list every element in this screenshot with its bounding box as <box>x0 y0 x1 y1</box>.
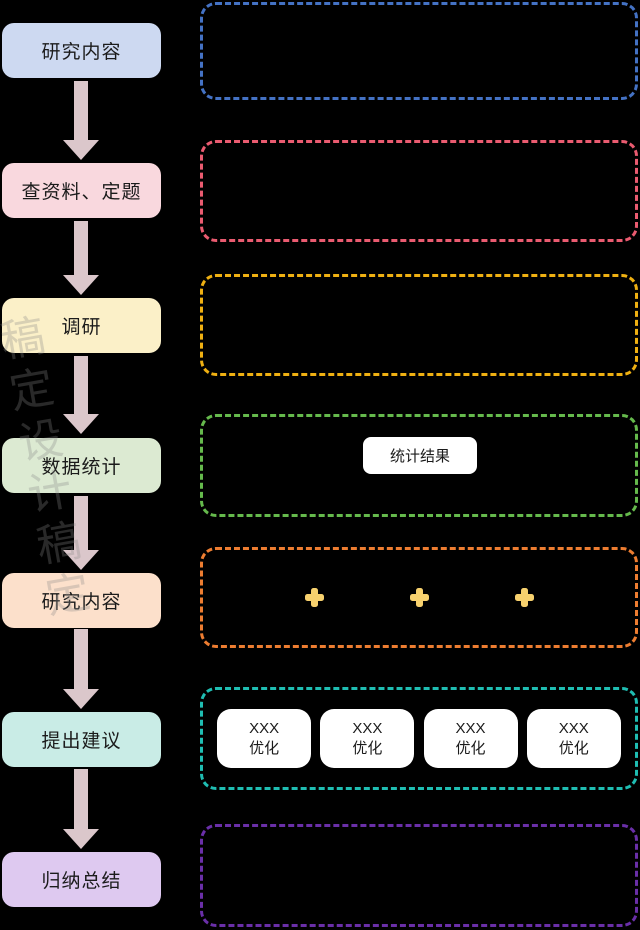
card-line: 优化 <box>558 739 589 757</box>
down-arrow-icon <box>63 356 99 434</box>
card-line: 优化 <box>249 739 280 757</box>
down-arrow-icon <box>63 81 99 160</box>
statistics-result-box: 统计结果 <box>363 437 477 474</box>
detail-panel-suggestions: XXX 优化 XXX 优化 XXX 优化 XXX 优化 <box>200 687 638 790</box>
optimization-card: XXX 优化 <box>423 709 518 768</box>
detail-panel-research-topic <box>200 140 638 242</box>
flow-node-suggestions: 提出建议 <box>2 712 161 767</box>
statistics-result-label: 统计结果 <box>389 448 450 465</box>
flow-node-label: 调研 <box>61 317 102 338</box>
optimization-card: XXX 优化 <box>217 709 312 768</box>
flow-node-label: 数据统计 <box>41 457 122 478</box>
detail-panel-research-content-1 <box>200 2 638 100</box>
flow-node-summary: 归纳总结 <box>2 852 161 907</box>
detail-panel-summary <box>200 824 638 927</box>
detail-panel-survey <box>200 274 638 376</box>
plus-icon <box>409 588 429 607</box>
flow-node-label: 归纳总结 <box>41 871 122 892</box>
detail-panel-research-content-2 <box>200 547 638 648</box>
optimization-card-row: XXX 优化 XXX 优化 XXX 优化 XXX 优化 <box>203 690 635 787</box>
card-line: 优化 <box>352 739 383 757</box>
card-line: XXX <box>558 720 589 737</box>
down-arrow-icon <box>63 496 99 570</box>
detail-panel-data-statistics: 统计结果 <box>200 414 638 517</box>
flow-node-label: 提出建议 <box>41 731 122 752</box>
card-line: XXX <box>352 720 383 737</box>
card-line: XXX <box>455 720 486 737</box>
flow-node-label: 查资料、定题 <box>21 182 142 203</box>
flow-node-survey: 调研 <box>2 298 161 353</box>
plus-icon <box>304 588 324 607</box>
card-line: XXX <box>249 720 280 737</box>
flow-node-data-statistics: 数据统计 <box>2 438 161 493</box>
flow-node-research-topic: 查资料、定题 <box>2 163 161 218</box>
optimization-card: XXX 优化 <box>320 709 415 768</box>
optimization-card: XXX 优化 <box>526 709 621 768</box>
down-arrow-icon <box>63 769 99 849</box>
down-arrow-icon <box>63 221 99 295</box>
flow-node-label: 研究内容 <box>41 592 122 613</box>
plus-icon-row <box>203 550 635 645</box>
flow-node-label: 研究内容 <box>41 42 122 63</box>
down-arrow-icon <box>63 629 99 709</box>
plus-icon <box>514 588 534 607</box>
flow-node-research-content-1: 研究内容 <box>2 23 161 78</box>
flow-node-research-content-2: 研究内容 <box>2 573 161 628</box>
card-line: 优化 <box>455 739 486 757</box>
